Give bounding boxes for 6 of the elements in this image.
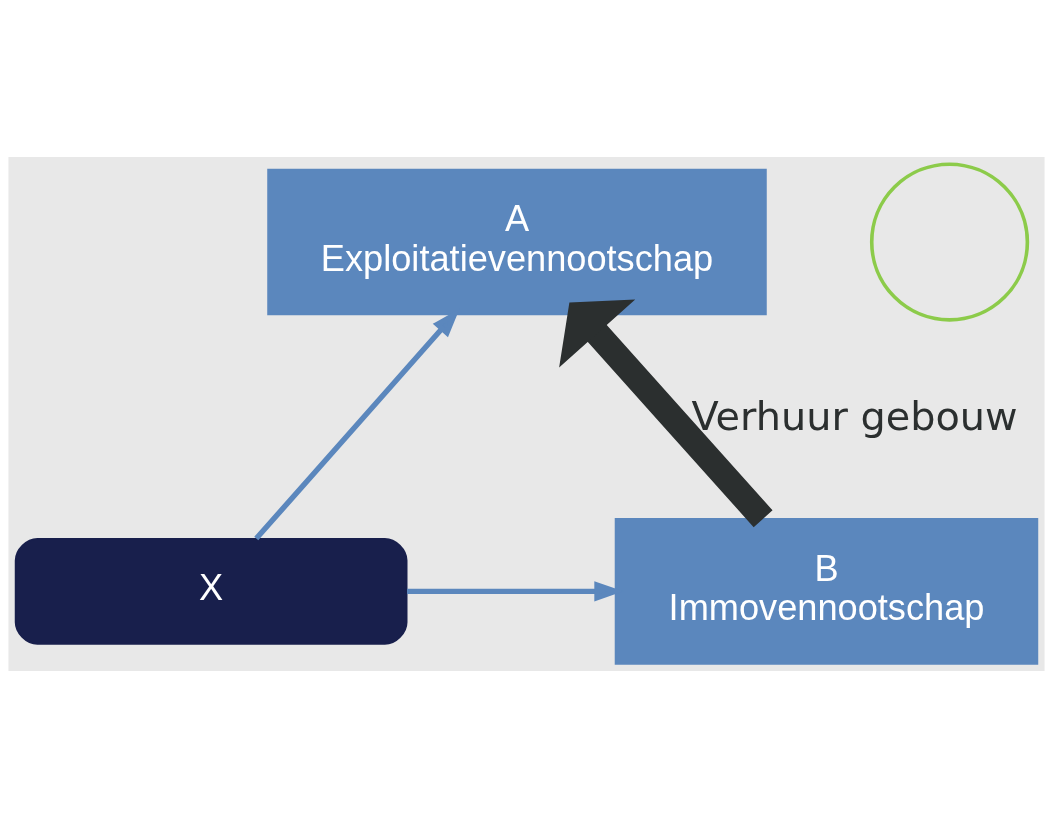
node-box: A Exploitatievennootschap [267,168,767,316]
node-box: B Immovennootschap [614,518,1039,665]
node-box: X [14,537,408,645]
edge-label: Verhuur gebouw [691,392,1018,439]
node-circle [869,162,1030,322]
arrow [559,299,773,528]
